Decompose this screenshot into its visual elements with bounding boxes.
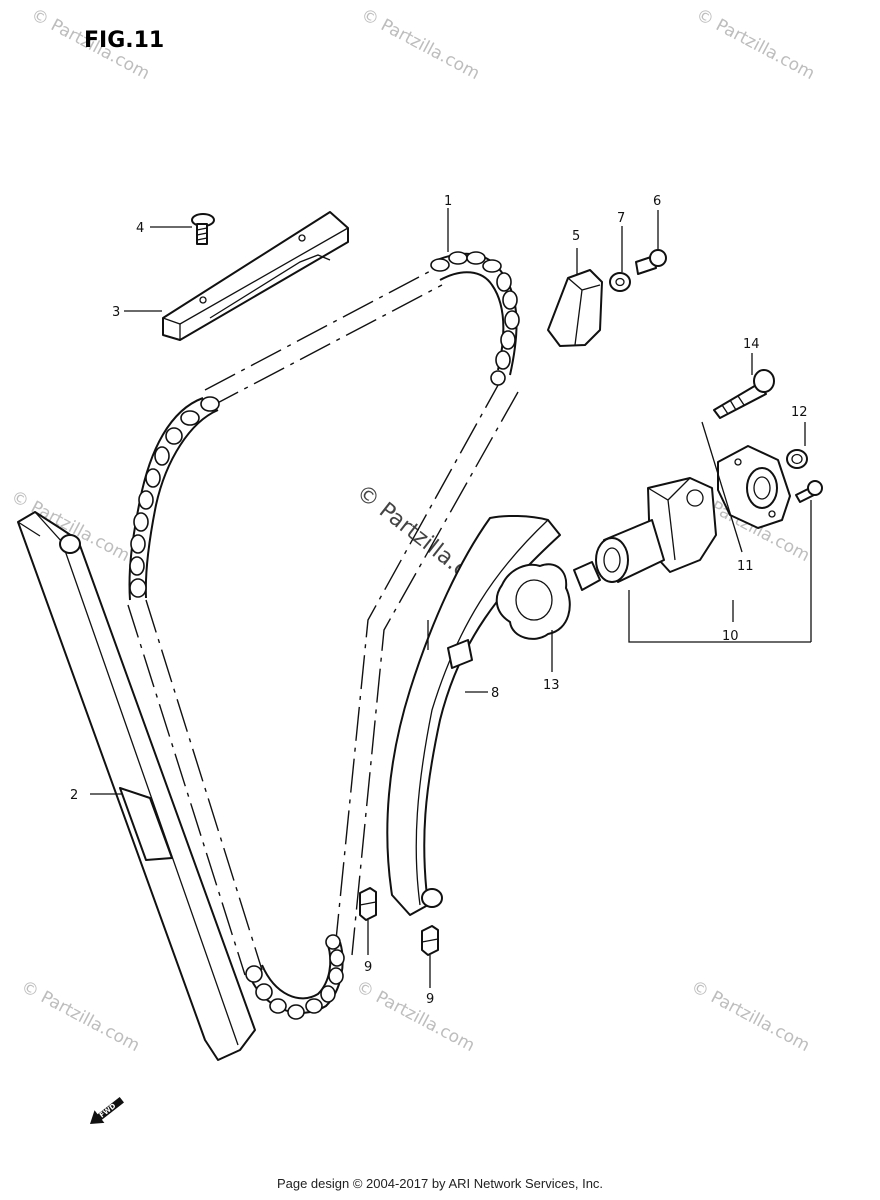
part-11-plate (717, 445, 791, 529)
part-5-cushion (547, 269, 603, 347)
chain-centerlines (127, 267, 519, 976)
label-part-11: 11 (737, 559, 754, 574)
part-9-pin-b (421, 925, 439, 956)
watermark-bottom-right: © Partzilla.com (688, 977, 813, 1056)
label-part-2: 2 (70, 788, 78, 803)
part-10-tensioner (573, 477, 717, 591)
part-6-bolt (635, 249, 667, 275)
label-part-3: 3 (112, 305, 120, 320)
watermark-top-center: © Partzilla.com (358, 5, 483, 84)
label-part-4: 4 (136, 221, 144, 236)
label-part-9b: 9 (426, 992, 434, 1007)
part-7-washer (609, 272, 631, 292)
page-footer: Page design © 2004-2017 by ARI Network S… (276, 1176, 604, 1191)
label-part-14: 14 (743, 337, 760, 352)
part-2-guide-left (17, 511, 256, 1061)
watermark-bottom-left: © Partzilla.com (18, 977, 143, 1056)
part-4-bolt (191, 213, 215, 245)
tensioner-screw (795, 480, 823, 503)
part-1-cam-chain (128, 251, 520, 1020)
part-12-cap (786, 449, 808, 469)
part-14-bolt (713, 369, 775, 419)
label-part-6: 6 (653, 194, 661, 209)
part-8-guide-tensioner (386, 514, 561, 916)
watermark-top-right: © Partzilla.com (693, 5, 818, 84)
label-part-10: 10 (722, 629, 739, 644)
figure-title: FIG.11 (84, 28, 164, 53)
part-13-gasket (495, 563, 571, 640)
part-labels: 1 2 3 4 5 6 7 8 9 9 10 11 12 13 14 (70, 194, 808, 1007)
part-3-guide-top (162, 211, 349, 341)
label-part-5: 5 (572, 229, 580, 244)
label-part-9a: 9 (364, 960, 372, 975)
label-part-1: 1 (444, 194, 452, 209)
label-part-13: 13 (543, 678, 560, 693)
fwd-direction-mark: FWD (90, 1097, 124, 1124)
watermark-bottom-center: © Partzilla.com (353, 977, 478, 1056)
label-part-7: 7 (617, 211, 625, 226)
label-part-12: 12 (791, 405, 808, 420)
label-part-8: 8 (491, 686, 499, 701)
part-9-pin-a (359, 887, 377, 921)
leader-lines (90, 208, 812, 988)
